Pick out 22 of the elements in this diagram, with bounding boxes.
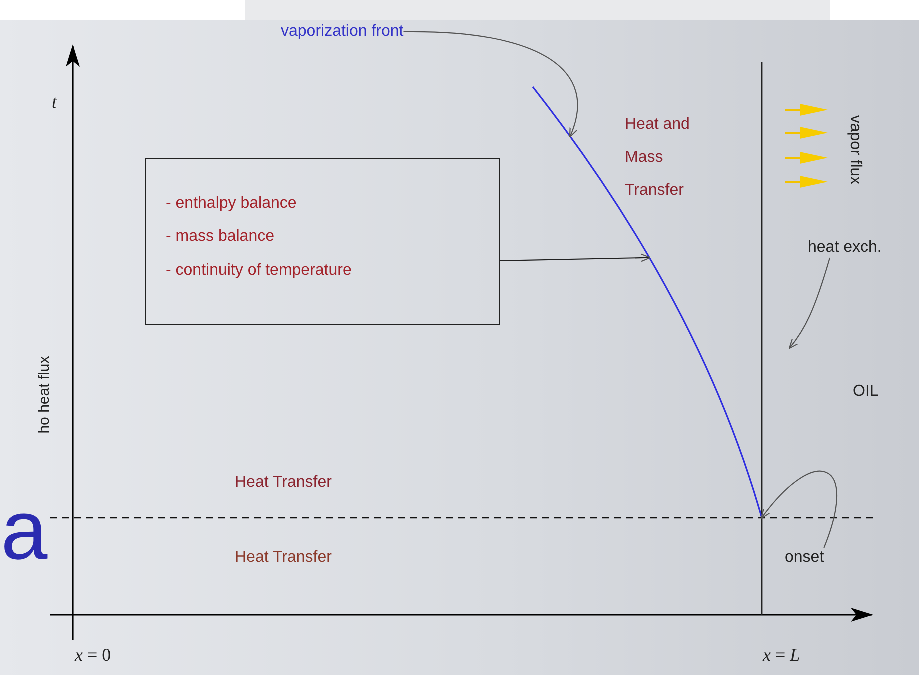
region-label: OIL: [853, 382, 879, 402]
leader-caption: onset: [785, 548, 824, 568]
front-caption: vaporization front: [281, 22, 404, 42]
leader-caption: heat exch.: [808, 238, 882, 258]
axis-label: x = L: [763, 645, 800, 665]
arrow: [500, 254, 652, 262]
list-item: - continuity of temperature: [166, 261, 352, 281]
region-label: Heat Transfer: [235, 473, 332, 493]
region-label: Heat and Mass Transfer: [625, 115, 691, 201]
axis-label: t: [52, 92, 58, 112]
axis-label: x = 0: [75, 645, 112, 665]
text-fragment: a: [1, 488, 48, 572]
list-item: - mass balance: [166, 227, 274, 247]
condition-box: [145, 158, 500, 325]
boundary-label: ho heat flux: [35, 356, 54, 434]
flux-label: vapor flux: [846, 115, 865, 185]
region-label: Heat Transfer: [235, 548, 332, 568]
list-item: - enthalpy balance: [166, 194, 297, 214]
leader-line: [788, 258, 831, 350]
leader-line: [760, 471, 838, 548]
front-curve: [532, 86, 763, 518]
leader-line: [404, 31, 578, 138]
